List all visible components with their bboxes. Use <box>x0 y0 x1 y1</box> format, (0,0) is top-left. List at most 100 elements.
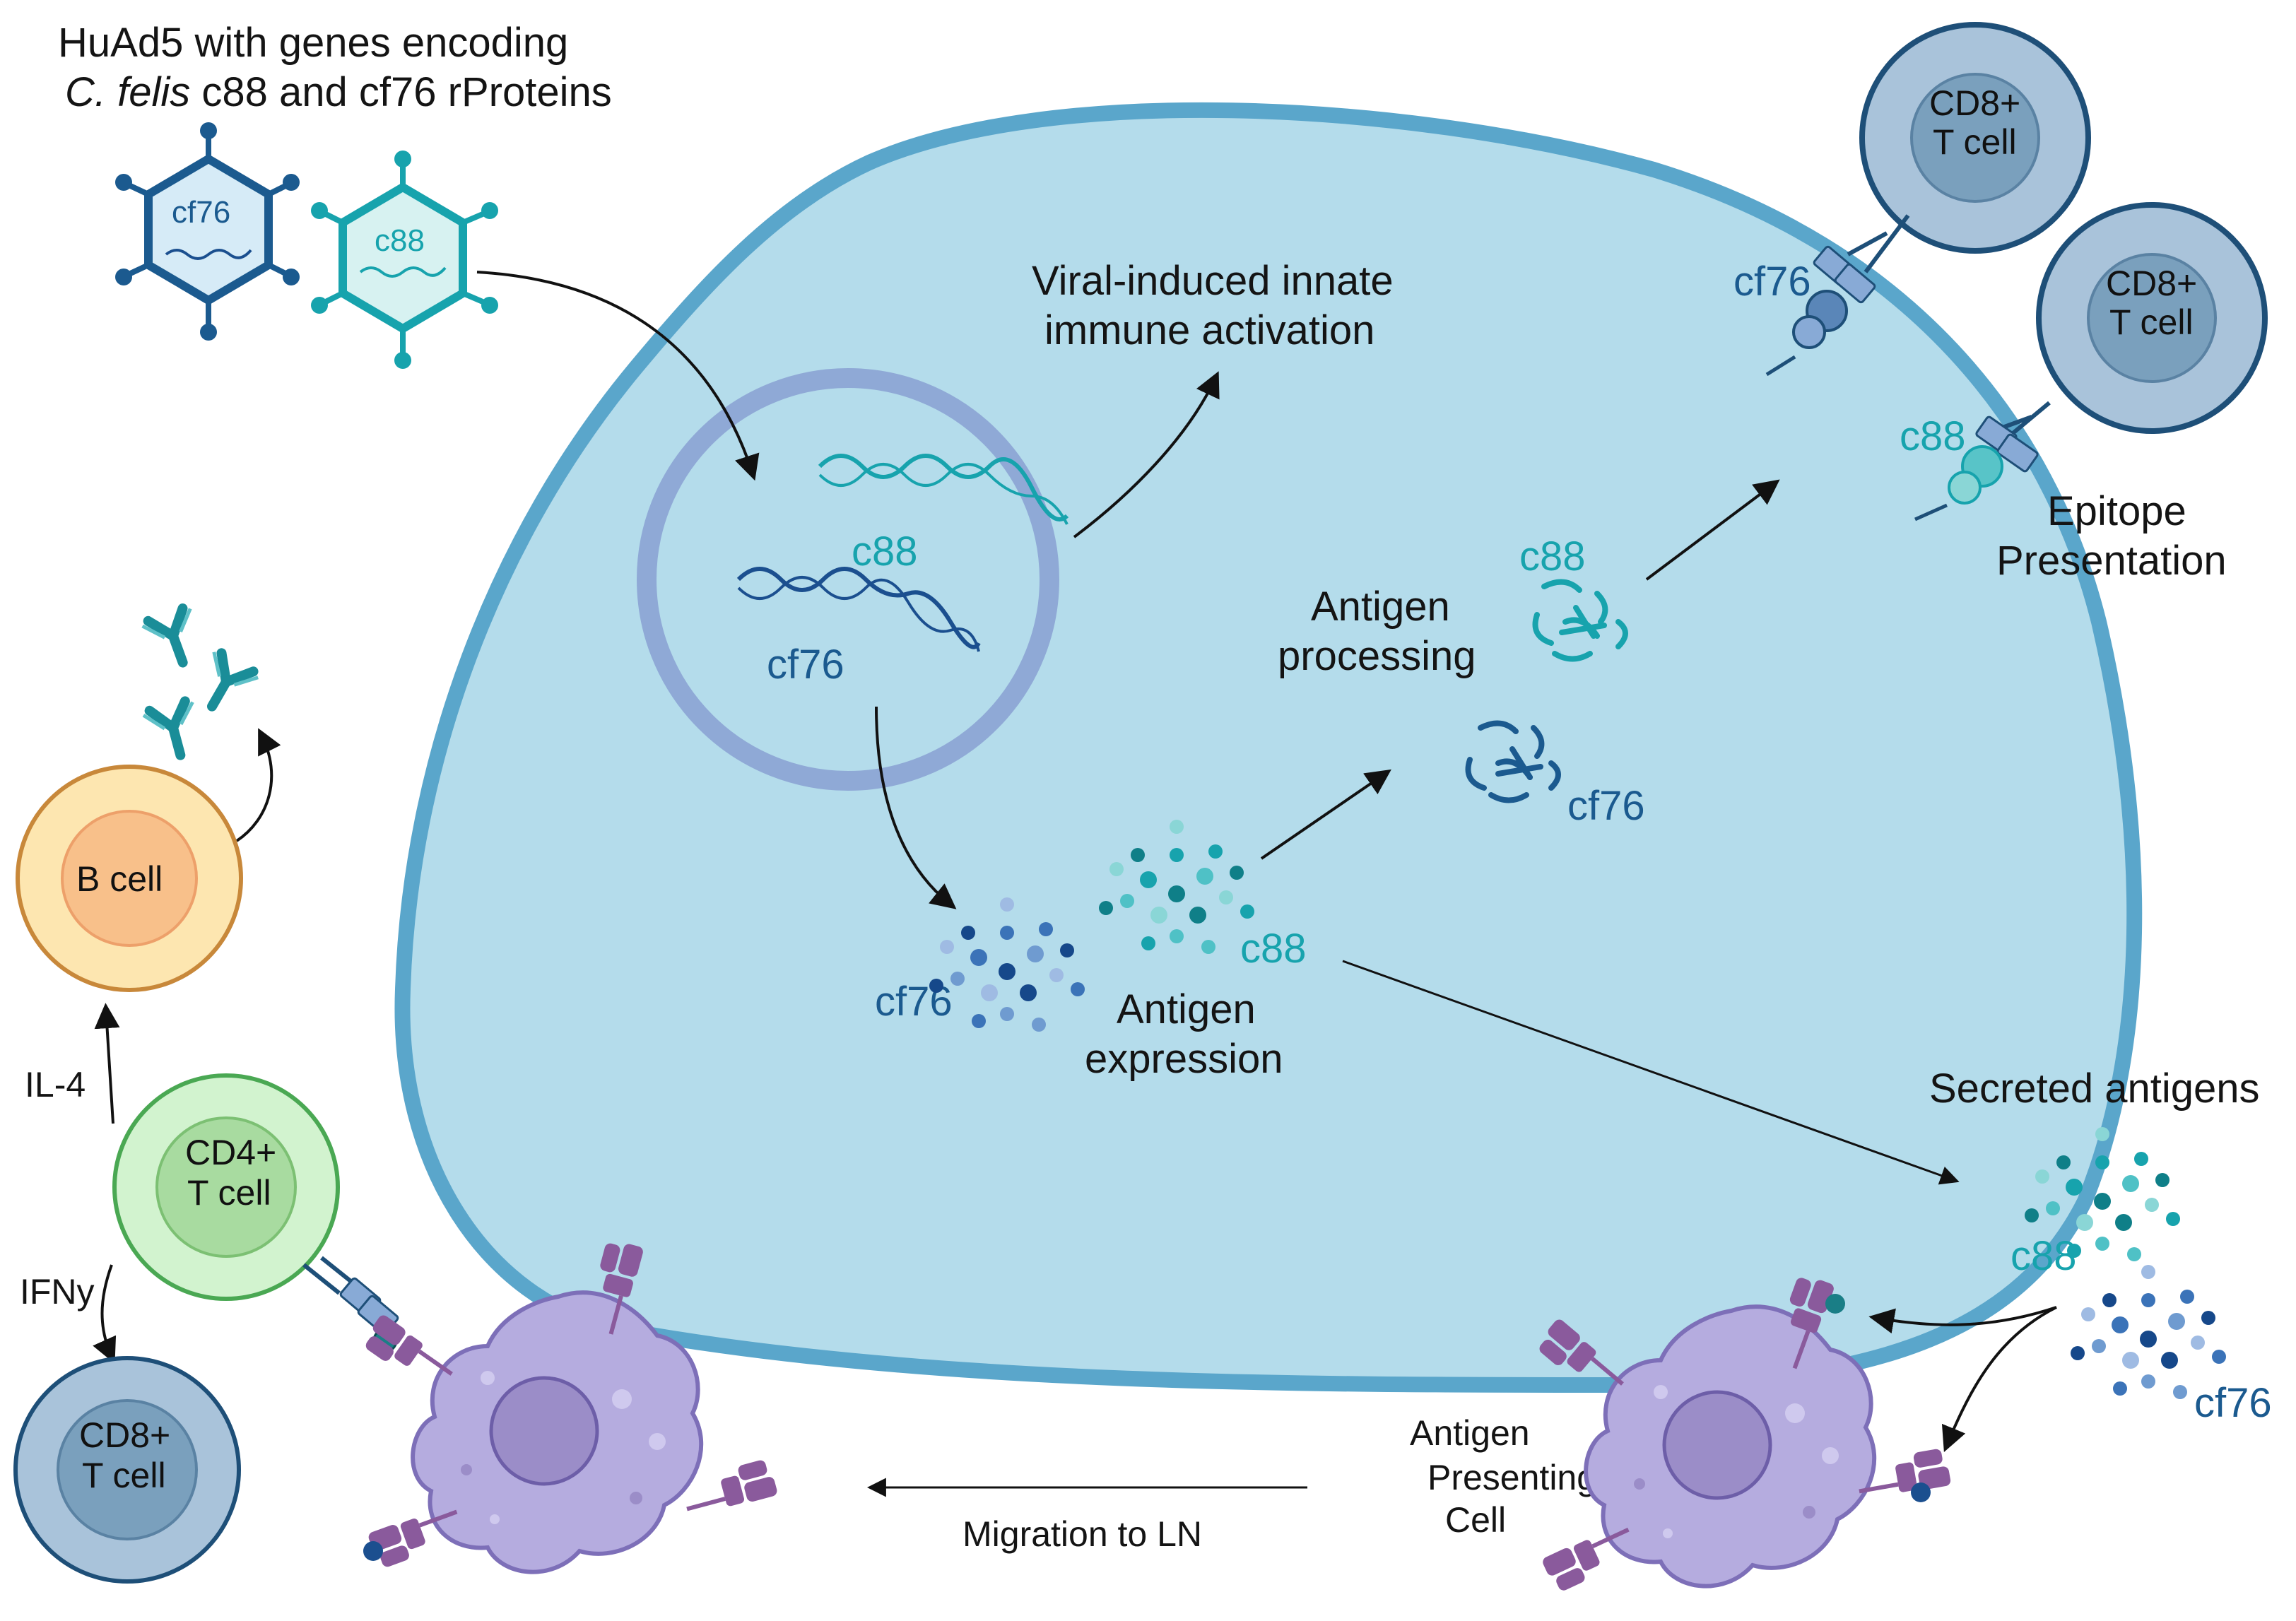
antigen-dot <box>2102 1293 2117 1307</box>
antigen-dot <box>1049 968 1064 982</box>
flow-arrows <box>93 271 2057 1497</box>
antigen-dots-icon <box>929 897 1085 1032</box>
epitope-line2: Presentation <box>1996 538 2227 584</box>
epitope-line1: Epitope <box>2047 488 2186 534</box>
il4-label: IL-4 <box>25 1065 86 1104</box>
nucleus-gene-cf76: cf76 <box>767 642 844 688</box>
antigen-dot <box>2122 1352 2139 1369</box>
antigen-dot <box>2141 1265 2155 1279</box>
apc-label-line1: Antigen <box>1410 1413 1530 1453</box>
antigen-dot <box>1000 926 1014 940</box>
antigen-dot <box>1150 907 1167 924</box>
antigen-dot <box>2025 1208 2039 1222</box>
antigen-dot <box>2134 1152 2148 1166</box>
cd8-t-cell-mid <box>2036 202 2268 434</box>
processed-cf76-fragments <box>1465 720 1561 803</box>
antigen-dot <box>2076 1214 2093 1231</box>
tcr-receptor-icon <box>1914 401 2051 521</box>
antigen-dot <box>940 940 954 954</box>
cd4-line2: T cell <box>187 1173 271 1213</box>
antigen-dot <box>1120 894 1134 908</box>
antigen-dot <box>929 979 943 993</box>
antigen-dot <box>2094 1193 2111 1210</box>
antigen-dot <box>2092 1339 2106 1353</box>
antigen-dot <box>2081 1307 2095 1321</box>
nucleus <box>637 368 1059 791</box>
expression-line2: expression <box>1085 1036 1283 1082</box>
antigen-dot <box>972 1014 986 1028</box>
antigen-dot <box>1020 984 1037 1001</box>
cd8-t-cell-top <box>1859 22 2091 254</box>
antigen-dot <box>2035 1169 2049 1184</box>
antigen-dot <box>2066 1179 2083 1196</box>
processing-cf76-label: cf76 <box>1567 783 1645 829</box>
expression-c88-label: c88 <box>1240 926 1307 972</box>
adenovirus-capsid-icon <box>115 122 498 369</box>
antigen-dot <box>1168 885 1185 902</box>
mhc-peptide <box>363 1541 383 1561</box>
antigen-dot <box>2141 1374 2155 1389</box>
antigen-dot <box>1240 904 1254 919</box>
antigen-dot <box>1109 862 1124 876</box>
antigen-dots-icon <box>1099 820 1254 954</box>
b-cell-label: B cell <box>76 859 163 899</box>
vector-title-line1: HuAd5 with genes encoding <box>58 20 568 66</box>
processing-line1: Antigen <box>1311 584 1450 630</box>
antigen-dot <box>2071 1346 2085 1360</box>
innate-activation-line2: immune activation <box>1044 307 1374 353</box>
antigen-dot <box>2115 1214 2132 1231</box>
mhc-peptide <box>1825 1294 1845 1314</box>
apc-right <box>1584 1304 1877 1588</box>
cd8-top-line2: T cell <box>1933 122 2017 162</box>
dna-strand-icon <box>736 454 1069 652</box>
antigen-dot <box>1000 1007 1014 1021</box>
secreted-cf76-label: cf76 <box>2194 1380 2272 1426</box>
antigen-dot <box>2168 1313 2185 1330</box>
antigen-dot <box>2140 1331 2157 1348</box>
processing-line2: processing <box>1278 633 1476 679</box>
antigen-dot <box>1196 868 1213 885</box>
antigen-dots-icon <box>2025 1127 2180 1261</box>
antigen-dot <box>1027 945 1044 962</box>
nucleus-gene-c88: c88 <box>852 529 918 574</box>
ifny-label: IFNy <box>20 1272 95 1311</box>
antigen-dot <box>2046 1201 2060 1215</box>
antigen-dot <box>2122 1175 2139 1192</box>
antigen-dot <box>981 984 998 1001</box>
capsid-right-label: c88 <box>375 223 425 258</box>
antigen-dot <box>1131 848 1145 862</box>
migration-label: Migration to LN <box>962 1514 1202 1554</box>
antigen-dot <box>1201 940 1215 954</box>
antigen-dot <box>1071 982 1085 996</box>
cd8-mid-line2: T cell <box>2109 302 2194 342</box>
secreted-c88-label: c88 <box>2011 1233 2077 1279</box>
capsid-left-label: cf76 <box>172 195 230 230</box>
antigen-dots-icon <box>2071 1265 2226 1399</box>
mhc-peptide <box>1911 1483 1931 1502</box>
cd8-bottom-line1: CD8+ <box>79 1415 170 1455</box>
cd8-bottom-line2: T cell <box>82 1456 166 1495</box>
antigen-dot <box>2056 1155 2071 1169</box>
antigen-dot <box>1032 1018 1046 1032</box>
b-cell <box>16 765 243 992</box>
cd4-line1: CD4+ <box>185 1133 276 1172</box>
antigen-dot <box>2191 1336 2205 1350</box>
antigen-dot <box>1208 844 1223 859</box>
antigen-dot <box>1141 936 1155 950</box>
antigen-dot <box>1039 922 1053 936</box>
antigen-dot <box>2113 1381 2127 1396</box>
antigen-dot <box>1219 890 1233 904</box>
antigen-dot <box>1170 820 1184 834</box>
cd8-mid-line1: CD8+ <box>2106 264 2197 303</box>
vector-species-name: C. felis <box>65 69 190 115</box>
antigen-dot <box>1189 907 1206 924</box>
antigen-dot <box>2155 1173 2170 1187</box>
cd8-top-line1: CD8+ <box>1929 83 2020 123</box>
epitope-c88-label: c88 <box>1900 413 1966 459</box>
innate-activation-line1: Viral-induced innate <box>1032 258 1394 304</box>
epitope-cf76-label: cf76 <box>1733 259 1811 305</box>
antibody-icon <box>141 606 259 762</box>
antigen-dot <box>2095 1237 2109 1251</box>
antigen-dot <box>950 972 965 986</box>
